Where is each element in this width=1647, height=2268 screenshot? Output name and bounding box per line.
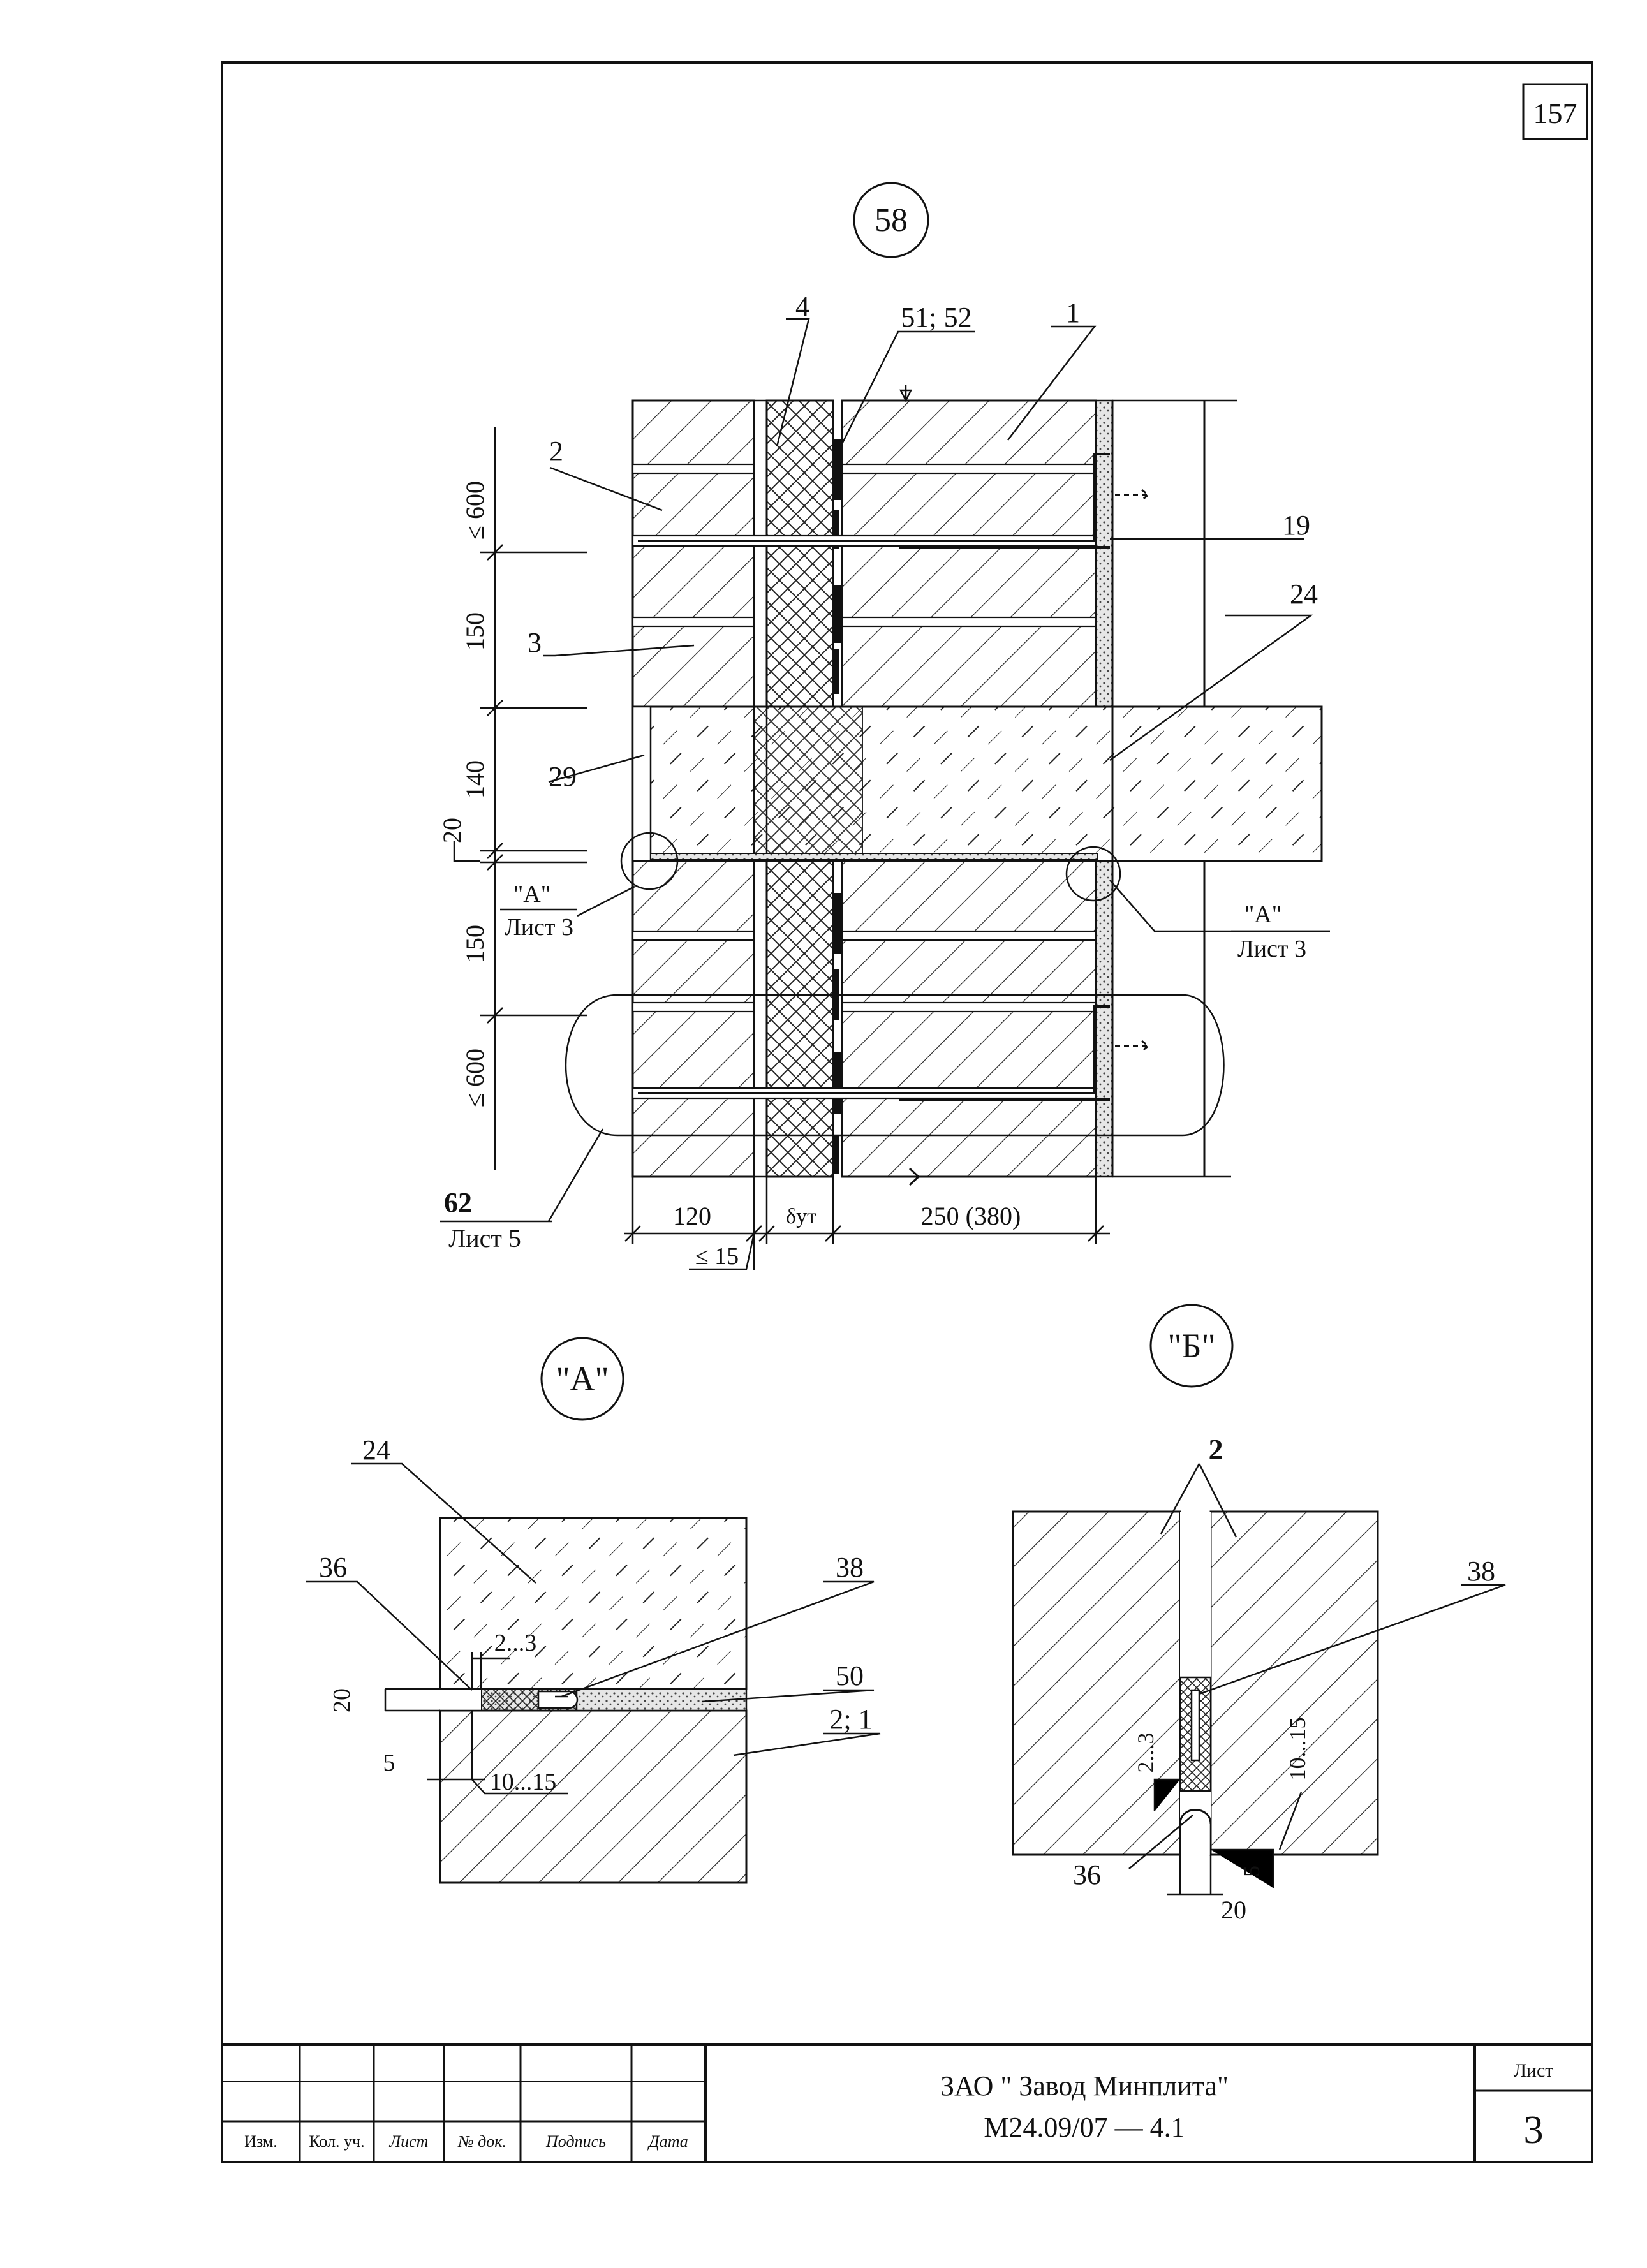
anchor-dowels (1115, 489, 1150, 1052)
floor-slab (631, 705, 1323, 862)
detail-b-dim-10-15: 10...15 (1285, 1718, 1310, 1781)
callout-62-outline (565, 994, 1225, 1137)
detail-a-title-circle (540, 1337, 624, 1421)
page-number: 157 (1533, 97, 1577, 129)
detail-b-label-36: 36 (1073, 1859, 1101, 1890)
detail-b-title: "Б" (1167, 1327, 1215, 1365)
stamp-headers: Изм. Кол. уч. Лист № док. Подпись Дата (244, 2132, 688, 2151)
stamp-header-doc: № док. (457, 2132, 506, 2151)
dim-150-a: 150 (461, 612, 489, 651)
label-24: 24 (1290, 578, 1318, 610)
detail-a-dim-10-15: 10...15 (490, 1769, 557, 1795)
ref-62-sheet: Лист 5 (448, 1224, 521, 1253)
detail-a-label-24: 24 (362, 1434, 390, 1466)
dim-600-top: ≤ 600 (461, 481, 489, 540)
label-29: 29 (549, 761, 577, 792)
outer-brick-leaf (631, 399, 755, 708)
label-51-52: 51; 52 (901, 302, 971, 333)
dim-120: 120 (673, 1202, 711, 1230)
leaders-main (543, 318, 1330, 1222)
sheet-label: Лист (1514, 2060, 1554, 2081)
detail-a-label-50: 50 (836, 1660, 864, 1691)
stamp-header-list: Лист (389, 2132, 429, 2151)
detail-a-dim-2-3: 2...3 (494, 1630, 537, 1656)
dim-150-b: 150 (461, 925, 489, 963)
detail-b-label-2: 2 (1209, 1433, 1223, 1466)
detail-a-label-2-1: 2; 1 (829, 1704, 872, 1735)
detail-b-dim-2-3: 2...3 (1133, 1733, 1158, 1773)
dim-chain-bottom (624, 1177, 1110, 1270)
dim-chain-left (453, 427, 587, 1170)
node-number-circle (853, 182, 929, 258)
wall-ties (638, 453, 1110, 1101)
sheet-border (221, 61, 1593, 2163)
dim-delta-ut: δут (786, 1205, 816, 1228)
slab-underlay (650, 853, 1098, 860)
slab-edge-insulation (631, 705, 652, 862)
wall-section (631, 385, 1323, 1186)
dim-600-bottom: ≤ 600 (461, 1049, 489, 1107)
callout-a-right (1065, 846, 1121, 902)
plaster-top (1095, 399, 1114, 708)
plaster-bottom (1095, 860, 1114, 1178)
dim-250-380: 250 (380) (921, 1202, 1021, 1230)
label-1: 1 (1066, 297, 1080, 328)
document-code: М24.09/07 — 4.1 (984, 2112, 1185, 2143)
company-name: ЗАО " Завод Минплита" (940, 2070, 1229, 2102)
inner-brick-leaf-bottom (841, 860, 1097, 1178)
stamp-header-izm: Изм. (244, 2132, 277, 2151)
label-2: 2 (549, 436, 563, 467)
label-4: 4 (795, 291, 809, 322)
label-3: 3 (528, 627, 542, 658)
ref-a-left-sheet: Лист 3 (505, 914, 573, 941)
stamp-header-date: Дата (647, 2132, 688, 2151)
label-19: 19 (1282, 510, 1310, 541)
detail-a-dim-20: 20 (329, 1688, 355, 1712)
mortar-joints (631, 463, 1097, 1100)
insulation-bottom (765, 860, 834, 1178)
detail-a-drawing (384, 1517, 748, 1884)
detail-a-dim-5: 5 (383, 1749, 395, 1776)
title-block (222, 2043, 1592, 2162)
dim-15: ≤ 15 (695, 1243, 739, 1270)
detail-b-label-38: 38 (1467, 1556, 1495, 1587)
ref-a-right: "А" (1244, 901, 1281, 928)
stamp-header-signature: Подпись (545, 2132, 606, 2151)
ref-a-right-sheet: Лист 3 (1237, 936, 1306, 962)
page-number-box (1522, 83, 1588, 140)
detail-a-title: "А" (556, 1360, 609, 1398)
detail-b-dim-20: 20 (1221, 1896, 1246, 1924)
callout-a-left (620, 832, 679, 890)
detail-a-label-38: 38 (836, 1552, 864, 1583)
stamp-header-kol-uch: Кол. уч. (309, 2132, 364, 2151)
detail-b-title-circle (1149, 1304, 1234, 1388)
detail-a-label-36: 36 (319, 1552, 347, 1583)
ref-a-left: "А" (513, 881, 550, 908)
ref-62: 62 (444, 1187, 472, 1218)
slab-insulation (753, 706, 863, 862)
detail-b-leaders (1128, 1463, 1506, 1869)
detail-a-leaders (306, 1462, 881, 1795)
dim-20: 20 (438, 818, 466, 843)
detail-b-dim-5: 5 (1239, 1866, 1264, 1877)
dim-140: 140 (461, 760, 489, 799)
node-number: 58 (875, 202, 908, 239)
sheet-number: 3 (1524, 2109, 1544, 2152)
outer-brick-leaf-bottom (631, 860, 755, 1178)
detail-b-drawing (1012, 1510, 1379, 1896)
inner-brick-leaf (841, 399, 1097, 708)
insulation-top (765, 399, 834, 708)
